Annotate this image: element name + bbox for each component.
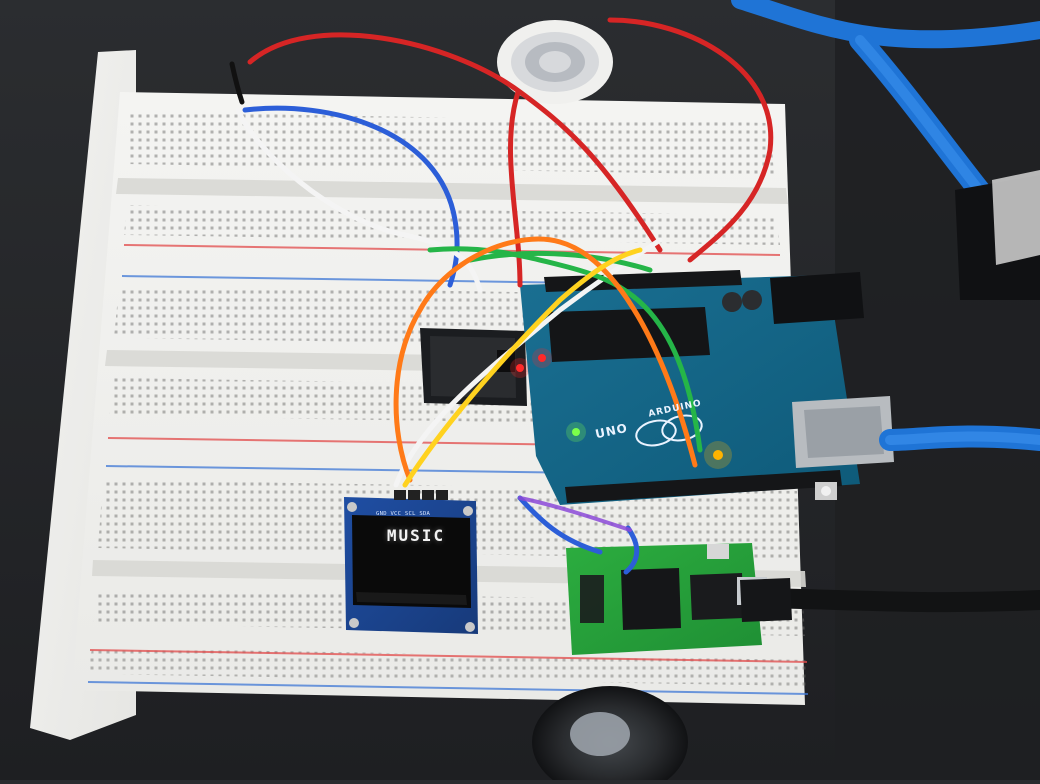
sd-card-module: [420, 328, 530, 406]
audio-module: [566, 543, 767, 655]
oled-display-text: MUSIC: [386, 526, 446, 545]
oled-module: [344, 490, 478, 634]
jumper-wires: [229, 17, 774, 575]
dark-background-right: [835, 0, 1040, 780]
arduino-uno: [520, 270, 894, 505]
speaker-top: [497, 20, 613, 104]
speaker-bottom: [532, 686, 688, 784]
oled-pin-labels: GND VCC SCL SDA: [376, 511, 431, 517]
ribbon-cable: [955, 170, 1040, 300]
